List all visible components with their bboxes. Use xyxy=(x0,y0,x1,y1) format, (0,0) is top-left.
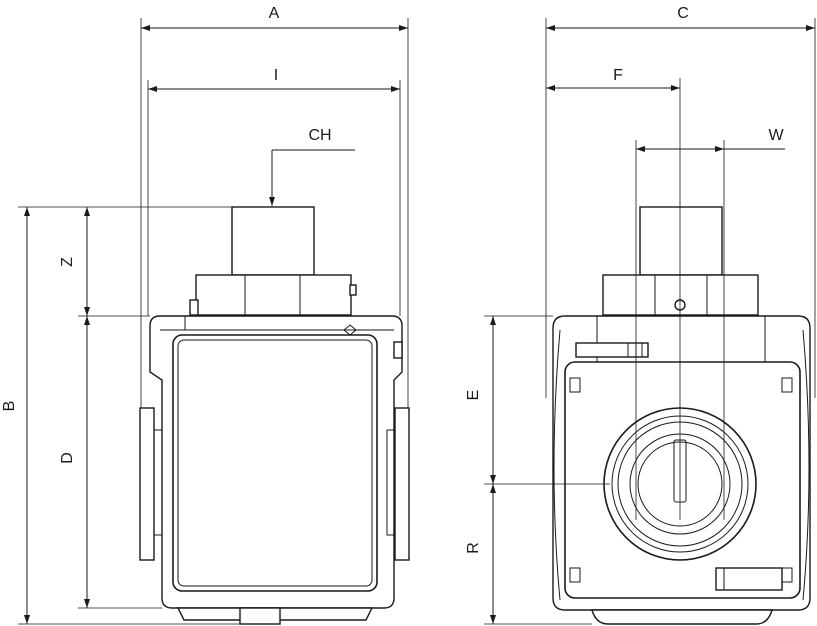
label-z: Z xyxy=(59,257,76,267)
front-dimensions: A I CH Z D B xyxy=(1,5,409,625)
front-body xyxy=(149,315,403,609)
front-bowl-window xyxy=(172,334,378,592)
side-bottom xyxy=(591,609,773,625)
label-i: I xyxy=(274,67,278,84)
front-hex-nut xyxy=(195,274,352,316)
label-b: B xyxy=(1,401,18,412)
label-d: D xyxy=(59,452,76,464)
front-left-port xyxy=(139,407,155,561)
label-a: A xyxy=(269,5,280,22)
front-view xyxy=(139,206,410,625)
label-r: R xyxy=(465,542,482,554)
label-f: F xyxy=(613,67,623,84)
front-right-port xyxy=(394,407,410,561)
side-top-cylinder xyxy=(639,206,723,276)
side-dimensions: C F W E R xyxy=(465,5,816,625)
label-e: E xyxy=(465,390,482,401)
side-view xyxy=(552,206,811,625)
label-c: C xyxy=(677,5,689,22)
label-w: W xyxy=(768,127,784,144)
front-top-cylinder xyxy=(231,206,315,276)
side-body xyxy=(552,315,811,611)
side-latch-bottom xyxy=(715,567,783,591)
side-latch-top xyxy=(575,342,649,358)
side-bowl xyxy=(564,361,801,599)
label-ch: CH xyxy=(308,127,331,144)
